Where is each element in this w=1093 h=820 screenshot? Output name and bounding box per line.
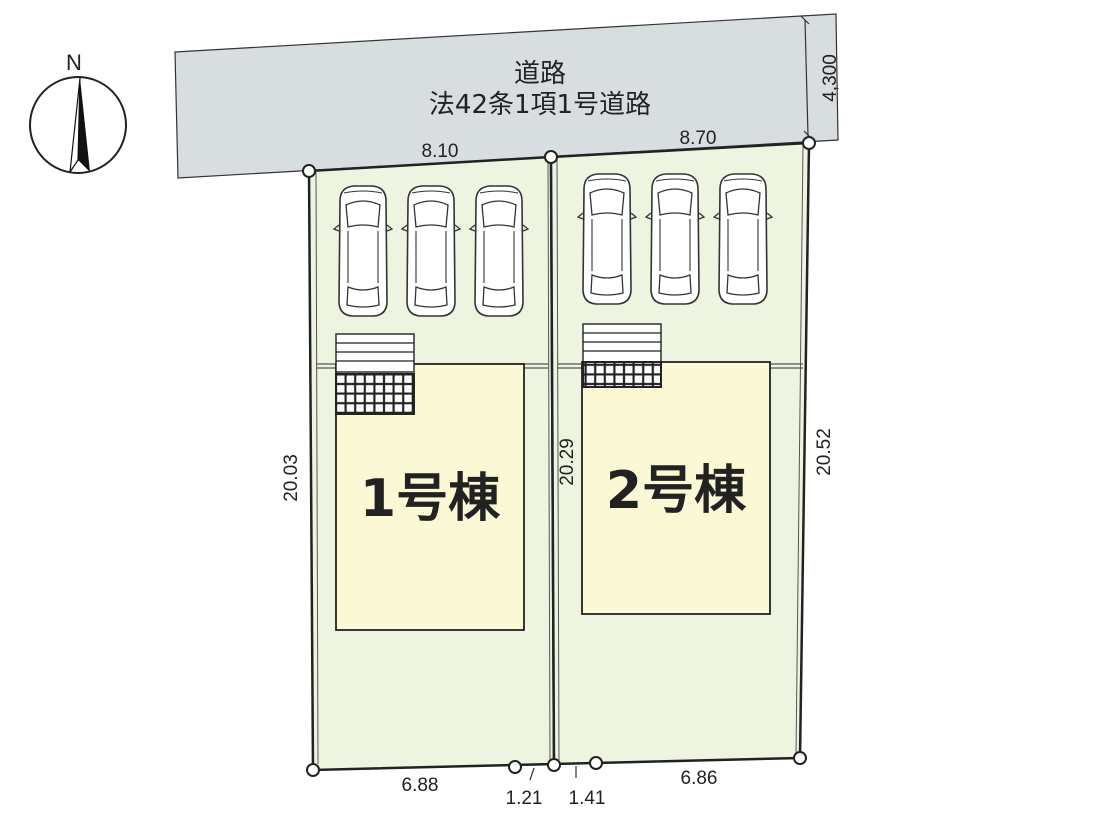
passage-width-right: 1.41 [569,788,606,809]
parking-car-3 [469,185,529,317]
parking-car-1 [333,185,393,317]
road-name: 道路 [514,59,566,89]
lot-1-depth: 20.03 [281,454,302,502]
compass-label: N [66,50,82,75]
entrance-steps-1 [335,333,415,373]
road-width-label: 4,300 [820,54,841,102]
passage-width-left: 1.21 [506,788,543,809]
lot-1-label: 1号棟 [360,469,501,529]
parking-car-4 [577,173,637,305]
lot-1-rear: 6.88 [402,775,439,796]
road-width-dimension-line [804,19,809,137]
parking-car-6 [713,173,773,305]
lot-1-frontage: 8.10 [422,141,459,162]
entrance-grate-1 [335,373,415,415]
north-arrow-icon [78,78,90,172]
lot-2-label: 2号棟 [606,461,747,521]
lot-2-depth-left: 20.29 [557,438,578,486]
parking-car-2 [401,185,461,317]
entrance-grate-2 [582,361,662,388]
lot-2-depth-right: 20.52 [814,428,835,476]
parking-car-5 [645,173,705,305]
building-2 [581,361,771,615]
lot-2-frontage: 8.70 [680,128,717,149]
entrance-steps-2 [582,323,662,363]
road-type: 法42条1項1号道路 [429,90,651,120]
lot-2-rear: 6.86 [681,768,718,789]
road [174,13,839,179]
north-compass: N [29,50,127,174]
boundary-markers [302,136,816,777]
